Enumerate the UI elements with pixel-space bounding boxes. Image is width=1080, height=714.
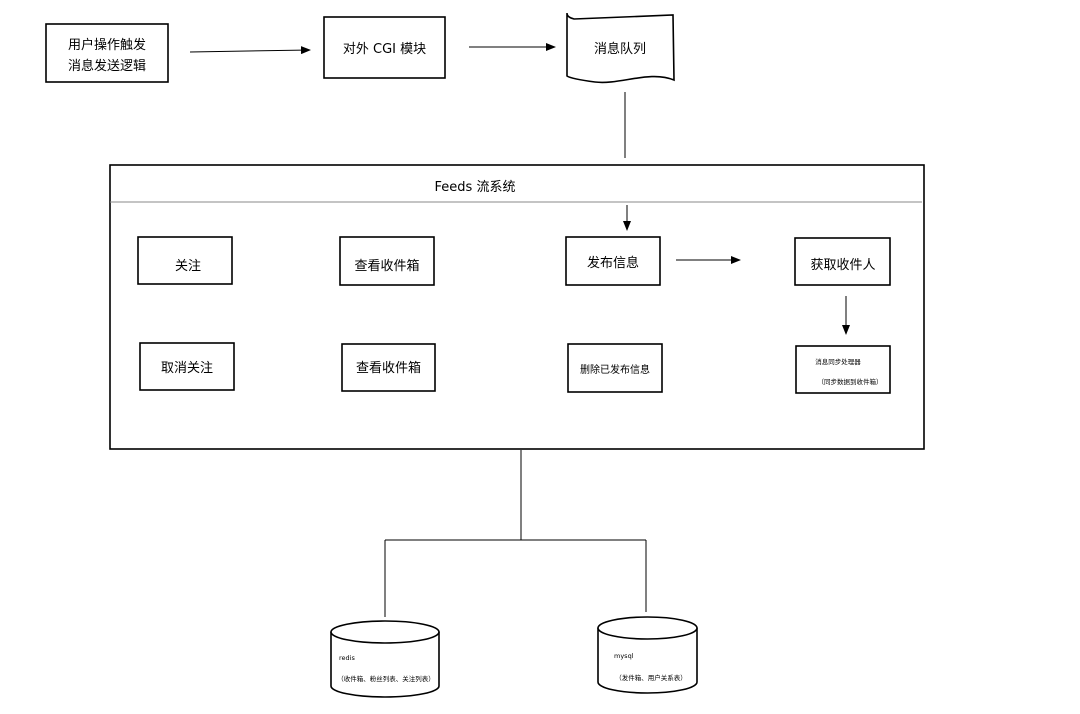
storage-connectors [384,450,647,617]
view-inbox-node-1: 查看收件箱 [339,236,435,286]
view-inbox-node-2: 查看收件箱 [341,343,436,392]
get-receivers-label: 获取收件人 [810,258,875,273]
trigger-label-line1: 用户操作触发 [68,37,146,53]
follow-label: 关注 [175,259,201,274]
feeds-system-container: Feeds 流系统 [109,164,925,450]
get-receivers-node: 获取收件人 [794,237,891,286]
redis-name: redis [339,654,355,662]
follow-node: 关注 [137,236,233,285]
redis-database: redis （收件箱、粉丝列表、关注列表） [330,620,440,698]
arrow-trigger-to-cgi [189,46,311,55]
cgi-node: 对外 CGI 模块 [323,16,446,79]
view-inbox-label-1: 查看收件箱 [354,258,419,274]
mysql-database: mysql （发件箱、用户关系表） [597,616,698,694]
delete-published-label: 删除已发布信息 [580,363,650,376]
cgi-label: 对外 CGI 模块 [343,42,426,57]
redis-description: （收件箱、粉丝列表、关注列表） [337,674,435,683]
sync-processor-label-line2: （同步数据到收件箱） [818,377,883,386]
feeds-title: Feeds 流系统 [435,180,516,195]
trigger-label-line2: 消息发送逻辑 [68,58,146,74]
queue-label: 消息队列 [594,41,646,57]
publish-label: 发布信息 [587,255,639,271]
publish-node: 发布信息 [565,236,661,286]
trigger-node: 用户操作触发 消息发送逻辑 [45,23,169,83]
mysql-name: mysql [614,652,634,660]
delete-published-node: 删除已发布信息 [567,343,663,393]
view-inbox-label-2: 查看收件箱 [356,360,421,376]
unfollow-label: 取消关注 [161,361,213,376]
mysql-description: （发件箱、用户关系表） [615,673,687,682]
sync-processor-label-line1: 消息同步处理器 [815,357,861,366]
queue-node: 消息队列 [566,12,675,84]
sync-processor-node: 消息同步处理器 （同步数据到收件箱） [795,345,891,394]
unfollow-node: 取消关注 [139,342,235,391]
